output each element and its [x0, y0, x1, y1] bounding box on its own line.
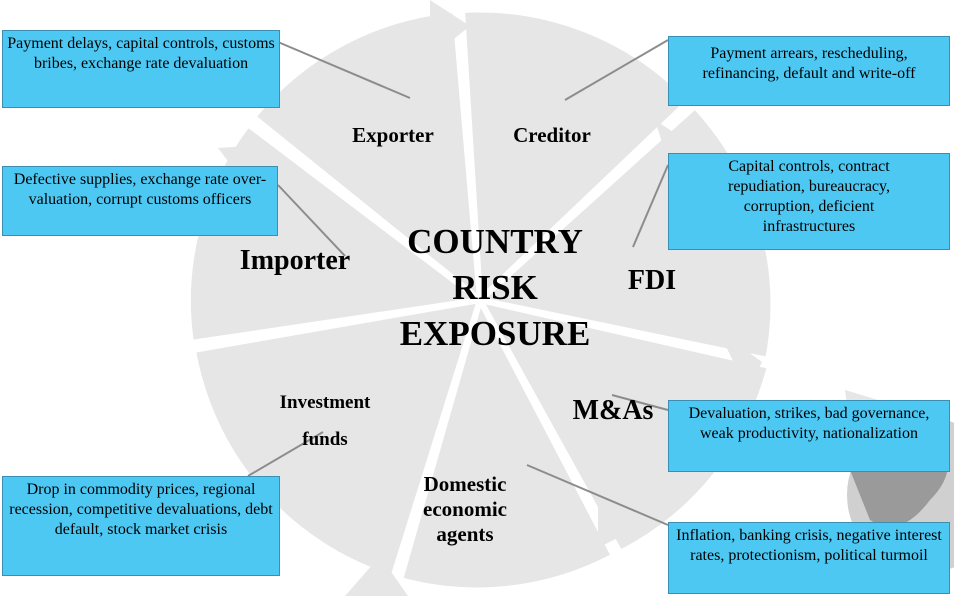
title-line1: COUNTRY — [407, 222, 583, 261]
actor-exporter: Exporter — [352, 123, 434, 147]
diagram-title: COUNTRY RISK EXPOSURE — [360, 219, 630, 357]
actor-investment-line2: funds — [302, 429, 348, 450]
connector-exporter — [277, 41, 411, 99]
wheel-arrowhead — [718, 330, 762, 392]
risk-box-domestic: Inflation, banking crisis, negative inte… — [668, 522, 950, 594]
wheel-arrowhead — [430, 0, 470, 58]
connector-domestic — [526, 464, 669, 526]
connector-importer — [277, 184, 346, 257]
actor-investment-funds: Investment funds — [255, 384, 395, 458]
risk-box-exporter: Payment delays, capital controls, custom… — [2, 30, 280, 108]
wheel-segment-mas — [474, 295, 774, 557]
actor-domestic-line2: economic — [423, 497, 507, 521]
risk-box-creditor: Payment arrears, rescheduling, refinanci… — [668, 36, 950, 106]
risk-box-mas: Devaluation, strikes, bad governance, we… — [668, 400, 950, 472]
actor-fdi: FDI — [627, 265, 677, 296]
actor-importer: Importer — [239, 245, 351, 276]
connector-investment — [247, 431, 324, 477]
actor-investment-line1: Investment — [279, 392, 371, 413]
actor-domestic-line3: agents — [436, 522, 494, 546]
connector-mas — [611, 394, 669, 411]
title-line3: EXPOSURE — [399, 314, 591, 353]
actor-creditor: Creditor — [513, 123, 591, 147]
wheel-arrowhead — [345, 556, 408, 596]
connector-creditor — [564, 39, 669, 101]
title-line2: RISK — [452, 268, 538, 307]
actor-domestic-line1: Domestic — [423, 472, 507, 496]
connector-fdi — [632, 164, 669, 248]
wheel-arrowhead — [218, 145, 268, 185]
wheel-segment-domestic — [396, 291, 619, 594]
actor-mas: M&As — [572, 395, 654, 426]
wheel-arrowhead — [598, 500, 648, 548]
actor-domestic-agents: Domestic economic agents — [400, 472, 530, 547]
risk-box-importer: Defective supplies, exchange rate over-v… — [2, 166, 278, 236]
risk-box-fdi: Capital controls, contract repudiation, … — [668, 153, 950, 250]
risk-box-investment: Drop in commodity prices, regional reces… — [2, 476, 280, 576]
